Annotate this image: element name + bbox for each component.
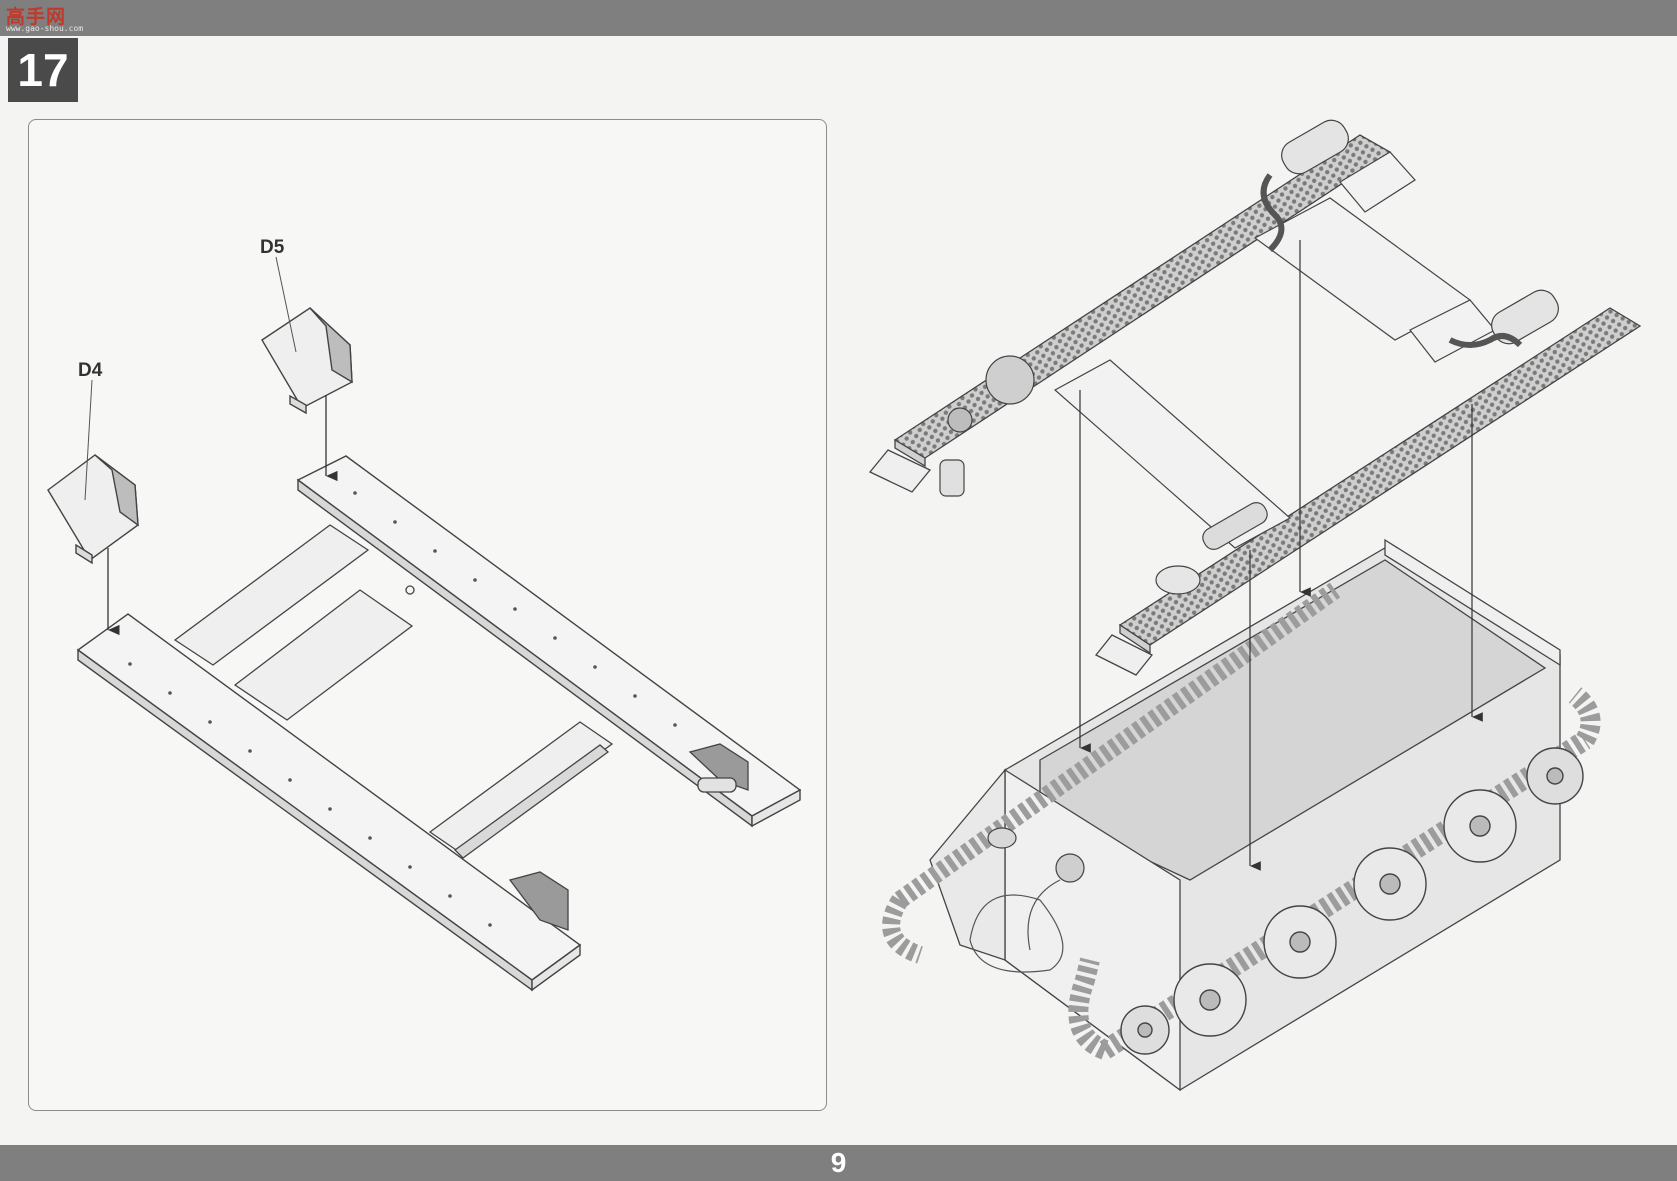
road-wheels: [1120, 747, 1584, 1055]
callout-d5: D5: [260, 237, 285, 258]
hull-front-details: [969, 827, 1085, 973]
left-track: [882, 582, 1341, 964]
part-d5: [261, 307, 353, 415]
frame-rear-brackets: [508, 743, 749, 931]
assembly-arrows-left: [107, 395, 338, 636]
upper-deck-cylinders: [939, 119, 1559, 595]
top-bar: 高手网 www.gao-shou.com: [0, 0, 1677, 36]
page-number: 9: [830, 1147, 847, 1178]
watermark-logo: 高手网 www.gao-shou.com: [6, 2, 98, 34]
left-assembly-panel: [28, 119, 827, 1111]
upper-deck-cross-frame: [1053, 151, 1496, 549]
bottom-bar: 9: [0, 1145, 1677, 1181]
logo-text: 高手网: [6, 6, 67, 28]
step-number: 17: [17, 44, 69, 96]
callout-d4: D4: [78, 360, 103, 381]
leader-lines: [84, 256, 297, 501]
frame-cross-members: [173, 524, 614, 859]
logo-subtext: www.gao-shou.com: [6, 24, 84, 33]
hull-body: [929, 538, 1561, 1092]
assembly-arrows-right: [1079, 240, 1483, 871]
part-d4: [47, 454, 139, 565]
step-number-box: 17: [8, 38, 78, 102]
